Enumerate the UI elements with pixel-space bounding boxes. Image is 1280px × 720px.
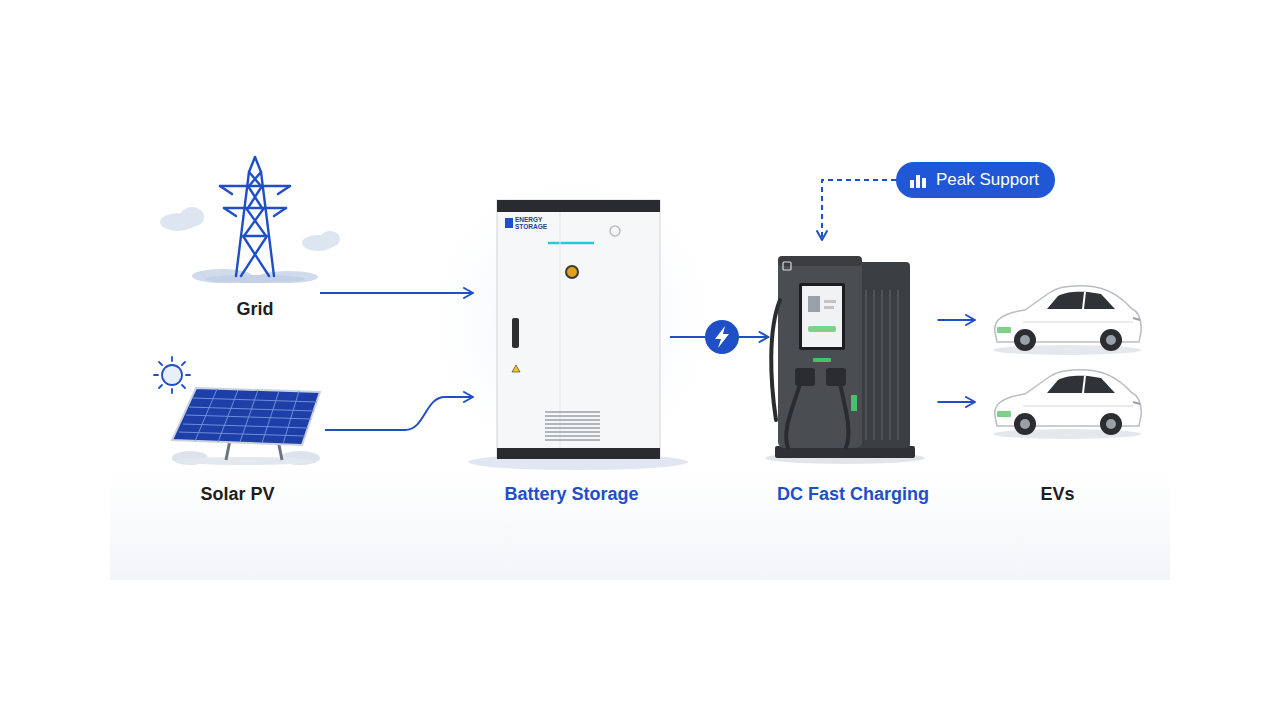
node-label: Solar PV [200,483,274,505]
node-label: EVs [1040,483,1074,505]
charger-part [866,290,898,440]
dashed-connector [822,180,896,240]
battery-cabinet-part [548,242,594,245]
sun [154,357,190,393]
battery-cabinet-part [497,200,660,458]
grid-tower-part-part [224,208,286,216]
grid-tower-part-part [244,235,266,237]
grid-tower-part-part [241,236,269,276]
grid-tower-part [180,207,204,227]
grid-tower [160,157,340,283]
grid-tower-part-part [220,186,290,194]
grid-node: Grid [190,150,320,320]
charger-part-part [840,384,848,448]
battery-cabinet-part-part [545,412,600,440]
bolt-badge-part [715,326,729,348]
connector-arrow [938,401,976,403]
floor-band [110,470,1170,580]
charger-node: DC Fast Charging [769,240,938,505]
charger-part [826,368,846,386]
charger-part [771,300,848,448]
charger-part [856,262,910,448]
bar-chart-icon-bar [910,180,914,188]
battery-cabinet-part [545,412,600,440]
charger-part [778,256,862,448]
grid-tower-part-part [244,208,266,236]
node-label: Peak Support [936,169,1039,191]
charger-part [802,286,842,347]
ev-node: EVs [975,275,1140,505]
node-label: Battery Storage [504,483,638,505]
charger-part-part [786,384,800,448]
battery-cabinet-part [497,448,660,459]
peak-support-pill: Peak Support [896,162,1055,198]
battery-cabinet-part [505,218,513,228]
bar-chart-icon-bar [916,175,920,188]
grid-tower-part-part [224,207,286,209]
battery-node: Battery Storage [473,195,670,505]
battery-cabinet-part [610,226,620,236]
solar-panel-part-part [179,398,317,436]
charger-part [824,306,834,309]
solar-panel [172,388,320,465]
sun-part [162,365,182,385]
node-label: Grid [236,298,273,320]
battery-cabinet [468,200,688,470]
node-label: DC Fast Charging [777,483,929,505]
charger-part [808,296,820,312]
charger-part-part [771,300,780,420]
charger-part [799,283,845,350]
battery-cabinet-part [512,365,520,372]
battery-cabinet-part [566,266,578,278]
bolt-badge [705,320,739,354]
battery-cabinet-part [497,200,660,212]
bar-chart-icon-bar [922,178,926,188]
charger [765,256,925,464]
grid-tower-part [205,275,305,283]
bolt-badge-part [705,320,739,354]
grid-tower-part-part [249,172,261,186]
solar-panel-part [175,457,315,465]
sun-part [154,357,190,393]
grid-tower-part-part [220,185,290,187]
grid-tower-part-part [248,186,262,208]
charger-part-part [866,290,898,440]
solar-panel-part [179,389,317,444]
charger-part [808,326,836,332]
connector-arrow [320,292,473,294]
charger-part [824,300,836,303]
grid-tower-part [220,157,290,276]
grid-tower-part [320,231,340,247]
solar-panel-part [172,388,320,445]
charger-part [851,395,857,411]
ev-cars [993,286,1141,439]
glow [412,160,732,480]
brand-logo-text: ENERGY STORAGE [515,216,549,230]
bar-chart-icon [908,170,928,190]
ev-cars-part [993,286,1141,355]
ev-cars-part [993,370,1141,439]
charger-part [813,358,831,362]
connector-arrow [938,319,976,321]
charger-part [795,368,815,386]
connector-arrow [325,397,473,430]
charger-part [783,262,791,270]
battery-cabinet-part [512,318,519,348]
solar-node: Solar PV [150,350,325,505]
